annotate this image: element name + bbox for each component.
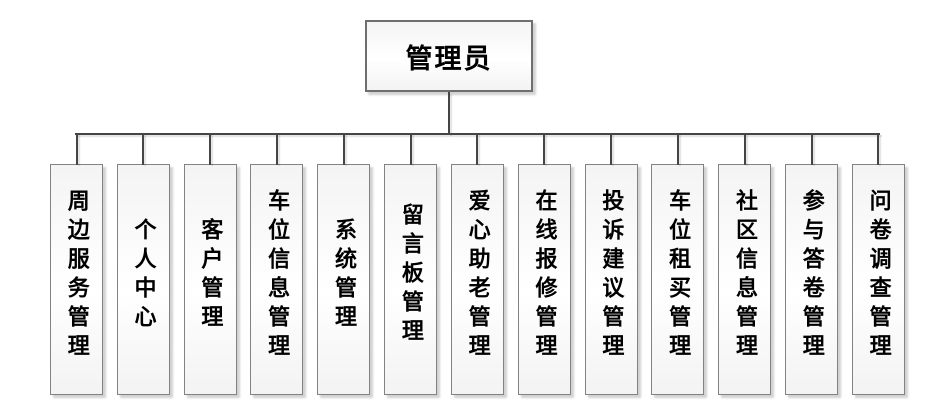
- connector-stub: [342, 134, 345, 165]
- node-questionnaire-survey: 问卷调查管理: [851, 134, 905, 395]
- node-label: 在线报修管理: [532, 188, 558, 363]
- connector-stub: [676, 134, 679, 165]
- node-label: 周边服务管理: [64, 188, 90, 363]
- root-connector-line: [448, 92, 450, 134]
- node-label: 系统管理: [332, 217, 357, 334]
- connector-stub: [543, 134, 546, 165]
- node-label: 社区信息管理: [732, 188, 758, 363]
- node-label: 参与答卷管理: [799, 188, 825, 363]
- node-system-management: 系统管理: [317, 134, 371, 395]
- node-parking-rent-buy: 车位租买管理: [651, 134, 705, 395]
- node-label: 投诉建议管理: [599, 188, 625, 363]
- node-elder-care: 爱心助老管理: [450, 134, 504, 395]
- connector-stub: [743, 134, 746, 165]
- connector-stub: [476, 134, 479, 165]
- connector-stub: [209, 134, 212, 165]
- node-label: 问卷调查管理: [866, 188, 892, 363]
- connector-stub: [75, 134, 78, 165]
- node-customer-management: 客户管理: [183, 134, 237, 395]
- connector-stub: [275, 134, 278, 165]
- node-peripheral-services: 周边服务管理: [50, 134, 103, 395]
- connector-stub: [142, 134, 145, 165]
- node-label: 爱心助老管理: [465, 188, 491, 363]
- connector-stub: [877, 134, 880, 165]
- node-personal-center: 个人中心: [116, 134, 170, 395]
- node-label: 车位信息管理: [265, 188, 291, 363]
- child-nodes-row: 周边服务管理 个人中心 客户管理 车位信息管理 系统管理 留言板管理 爱心助老管…: [50, 134, 905, 395]
- node-label: 个人中心: [131, 217, 157, 334]
- node-label: 留言板管理: [398, 203, 424, 348]
- connector-stub: [409, 134, 412, 165]
- node-complaints-suggestions: 投诉建议管理: [584, 134, 638, 395]
- root-node-admin: 管理员: [365, 20, 533, 92]
- node-parking-info: 车位信息管理: [250, 134, 304, 395]
- node-label: 车位租买管理: [666, 188, 692, 363]
- node-online-repair: 在线报修管理: [517, 134, 571, 395]
- node-questionnaire-participation: 参与答卷管理: [785, 134, 839, 395]
- node-message-board: 留言板管理: [384, 134, 438, 395]
- node-community-info: 社区信息管理: [718, 134, 772, 395]
- root-node-label: 管理员: [405, 43, 493, 74]
- connector-stub: [810, 134, 813, 165]
- node-label: 客户管理: [198, 217, 224, 334]
- connector-stub: [610, 134, 613, 165]
